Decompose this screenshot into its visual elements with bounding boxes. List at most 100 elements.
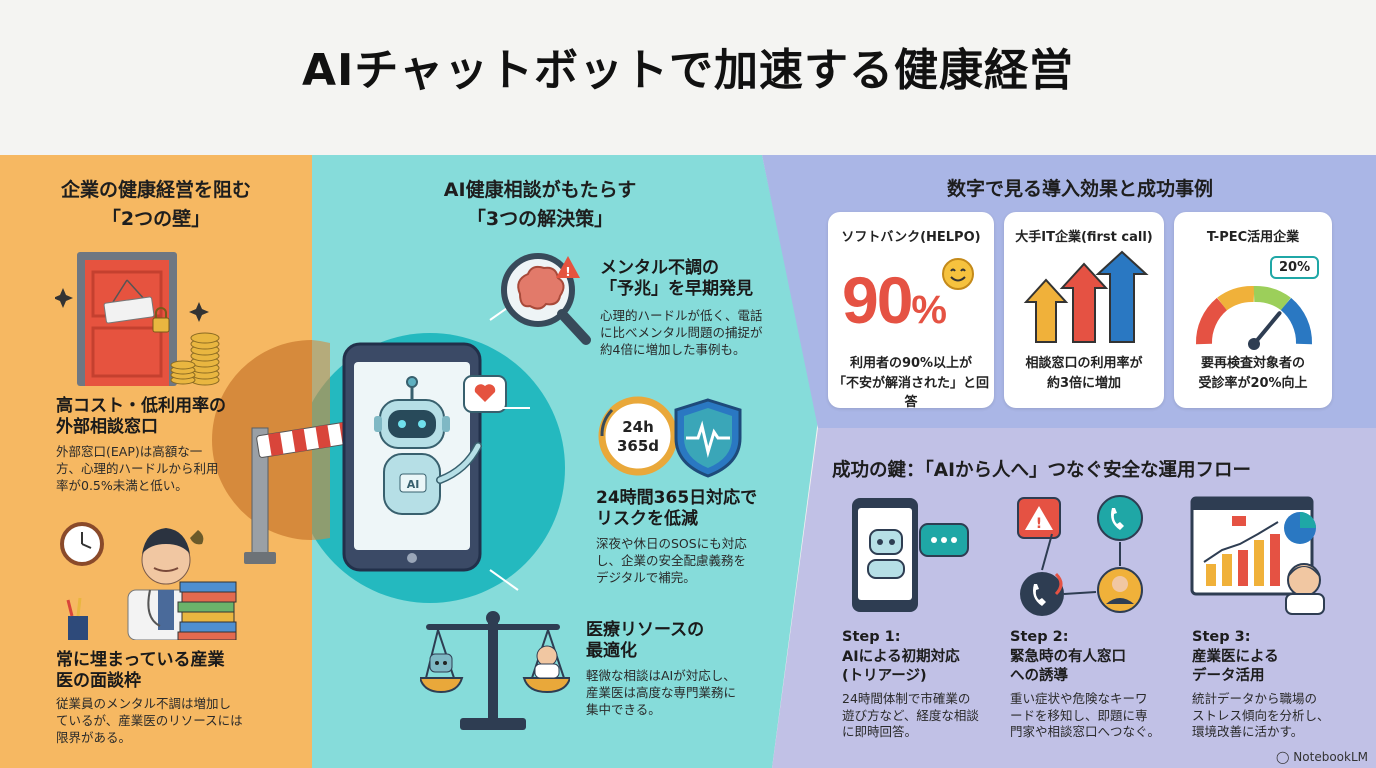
phone-ai-badge: AI (407, 478, 420, 491)
header-band (0, 0, 1376, 155)
step1-title-line1: AIによる初期対応 (842, 648, 960, 665)
phone-robot-icon: AI (342, 342, 507, 572)
solution1-title: メンタル不調の 「予兆」を早期発見 (600, 258, 753, 301)
wall1-body-line2: 方、心理的ハードルから利用 (56, 460, 219, 476)
card1-number: 90 (842, 263, 913, 337)
step3-body: 統計データから職場の ストレス傾向を分析し、 環境改善に活かす。 (1192, 691, 1362, 742)
solution1-body: 心理的ハードルが低く、電話 に比べメンタル問題の捕捉が 約4倍に増加した事例も。 (600, 308, 763, 359)
case-card-softbank: ソフトバンク(HELPO) 90% 利用者の90%以上が 「不安が解消された」と… (828, 212, 994, 410)
clock-365d-text: 365d (617, 437, 659, 455)
left-heading-line2: 「2つの壁」 (101, 208, 211, 231)
step1: Step 1: AIによる初期対応 (トリアージ) 24時間体制で市確業の 遊び… (842, 628, 1002, 741)
wall2-title-line1: 常に埋まっている産業 (56, 650, 225, 670)
card1-desc-line1: 利用者の90%以上が (849, 356, 973, 371)
card2-desc: 相談窓口の利用率が 約3倍に増加 (1004, 354, 1164, 393)
step1-body-line1: 24時間体制で市確業の (842, 690, 971, 706)
solution3-body-line2: 産業医は高度な専門業務に (586, 684, 737, 700)
step3-title-line1: 産業医による (1192, 648, 1279, 665)
wall1-title-line1: 高コスト・低利用率の (56, 396, 226, 416)
card3-badge: 20% (1270, 256, 1320, 279)
left-heading: 企業の健康経営を阻む 「2つの壁」 (0, 176, 312, 235)
solution2-body-line1: 深夜や休日のSOSにも対応 (596, 536, 747, 551)
step3-body-line1: 統計データから職場の (1192, 690, 1318, 706)
step2-body-line3: 門家や相談窓口へつなぐ。 (1010, 724, 1161, 740)
card3-desc: 要再検査対象者の 受診率が20%向上 (1174, 354, 1332, 393)
balance-scale-icon (420, 611, 570, 730)
gauge-needle (1252, 311, 1282, 346)
wall1-title-line2: 外部相談窓口 (56, 417, 158, 438)
wall2-body-line3: 限界がある。 (56, 729, 132, 745)
left-heading-line1: 企業の健康経営を阻む (60, 179, 251, 201)
solution2-body-line2: し、企業の安全配慮義務を (596, 552, 747, 568)
solution3-title-line1: 医療リソースの (586, 620, 705, 640)
solution2-body: 深夜や休日のSOSにも対応 し、企業の安全配慮義務を デジタルで補完。 (596, 536, 747, 587)
rising-arrows-icon (1023, 250, 1149, 343)
middle-heading-line1: AI健康相談がもたらす (443, 179, 637, 201)
case-card-it-company: 大手IT企業(first call) 相談窓口の利用率が 約3倍に増加 (1004, 212, 1164, 408)
step2-body: 重い症状や危険なキーワ ードを移知し、即題に専 門家や相談窓口へつなぐ。 (1010, 691, 1180, 742)
gauge-icon (1196, 286, 1312, 350)
card3-title: T-PEC活用企業 (1206, 230, 1300, 245)
page-title: AIチャットボットで加速する健康経営 (302, 45, 1074, 96)
middle-heading-line2: 「3つの解決策」 (466, 208, 614, 231)
step1-body-line3: に即時回答。 (842, 724, 918, 740)
busy-doctor-icon (60, 522, 237, 640)
wall1-body: 外部窓口(EAP)は高額な一 方、心理的ハードルから利用 率が0.5%未満と低い… (56, 444, 219, 495)
wall1-body-line1: 外部窓口(EAP)は高額な一 (56, 444, 203, 459)
step3-title-line2: データ活用 (1192, 668, 1265, 685)
solution3-body-line1: 軽微な相談はAIが対応し、 (586, 668, 736, 683)
step3: Step 3: 産業医による データ活用 統計データから職場の ストレス傾向を分… (1192, 628, 1362, 741)
wall2-title-line2: 医の面談枠 (56, 671, 141, 692)
notebooklm-logo-icon: ◯ (1276, 750, 1290, 764)
solution1-title-line1: メンタル不調の (600, 258, 719, 278)
wall2-title: 常に埋まっている産業 医の面談枠 (56, 650, 224, 693)
notebooklm-watermark: ◯ NotebookLM (1276, 750, 1368, 764)
step3-dashboard-icon (1190, 496, 1325, 615)
case-card-tpec: T-PEC活用企業 20% 要再検査対象者の 受診率が20%向上 (1174, 212, 1332, 408)
step1-label: Step 1: (842, 629, 901, 645)
clock-shield-icon: 24h 365d (598, 396, 742, 478)
step2-body-line2: ードを移知し、即題に専 (1010, 707, 1148, 723)
locked-door-icon (55, 252, 220, 386)
brain-magnifier-icon: ! (501, 253, 591, 345)
solution3-body: 軽微な相談はAIが対応し、 産業医は高度な専門業務に 集中できる。 (586, 668, 736, 719)
barrier-gate-icon (244, 419, 363, 564)
step2-label: Step 2: (1010, 629, 1069, 645)
solution2-body-line3: デジタルで補完。 (596, 569, 696, 585)
solution2-title-line1: 24時間365日対応で (596, 488, 758, 508)
wall2-body-line2: ているが、産業医のリソースには (56, 712, 243, 728)
solution1-body-line1: 心理的ハードルが低く、電話 (600, 308, 763, 323)
middle-heading: AI健康相談がもたらす 「3つの解決策」 (330, 176, 750, 235)
step2-escalation-icon: ! (1017, 495, 1143, 616)
solution3-body-line3: 集中できる。 (586, 701, 661, 717)
wall2-body: 従業員のメンタル不調は増加し ているが、産業医のリソースには 限界がある。 (56, 696, 243, 747)
card3-desc-line1: 要再検査対象者の (1200, 356, 1305, 371)
step1-phone-chat-icon (852, 498, 969, 612)
card2-desc-line1: 相談窓口の利用率が (1025, 356, 1143, 371)
right-heading: 数字で見る導入効果と成功事例 (946, 178, 1213, 200)
svg-text:!: ! (565, 265, 570, 279)
solution3-title: 医療リソースの 最適化 (586, 620, 704, 663)
step1-title-line2: (トリアージ) (842, 668, 927, 685)
svg-text:!: ! (1036, 516, 1042, 532)
step3-label: Step 3: (1192, 629, 1251, 645)
step1-body: 24時間体制で市確業の 遊び方など、経度な相談 に即時回答。 (842, 691, 1002, 742)
card2-desc-line2: 約3倍に増加 (1046, 375, 1122, 391)
card2-title: 大手IT企業(first call) (1015, 230, 1153, 245)
step2-title-line1: 緊急時の有人窓口 (1010, 648, 1126, 665)
card1-desc-line2: 「不安が解消された」と回答 (832, 375, 989, 411)
solution1-title-line2: 「予兆」を早期発見 (600, 279, 753, 300)
card1-unit: % (911, 288, 947, 332)
card1-desc: 利用者の90%以上が 「不安が解消された」と回答 (828, 354, 994, 413)
notebooklm-label: NotebookLM (1293, 750, 1368, 764)
clock-24h-text: 24h (622, 418, 654, 436)
step3-body-line2: ストレス傾向を分析し、 (1192, 707, 1330, 723)
solution1-body-line2: に比べメンタル問題の捕捉が (600, 324, 763, 340)
wall1-body-line3: 率が0.5%未満と低い。 (56, 477, 188, 493)
solution3-title-line2: 最適化 (586, 641, 637, 662)
card1-big-number: 90% (842, 262, 947, 338)
step2-body-line1: 重い症状や危険なキーワ (1010, 690, 1148, 706)
solution1-body-line3: 約4倍に増加した事例も。 (600, 341, 746, 357)
solution2-title-line2: リスクを低減 (596, 509, 698, 530)
step3-body-line3: 環境改善に活かす。 (1192, 724, 1304, 740)
